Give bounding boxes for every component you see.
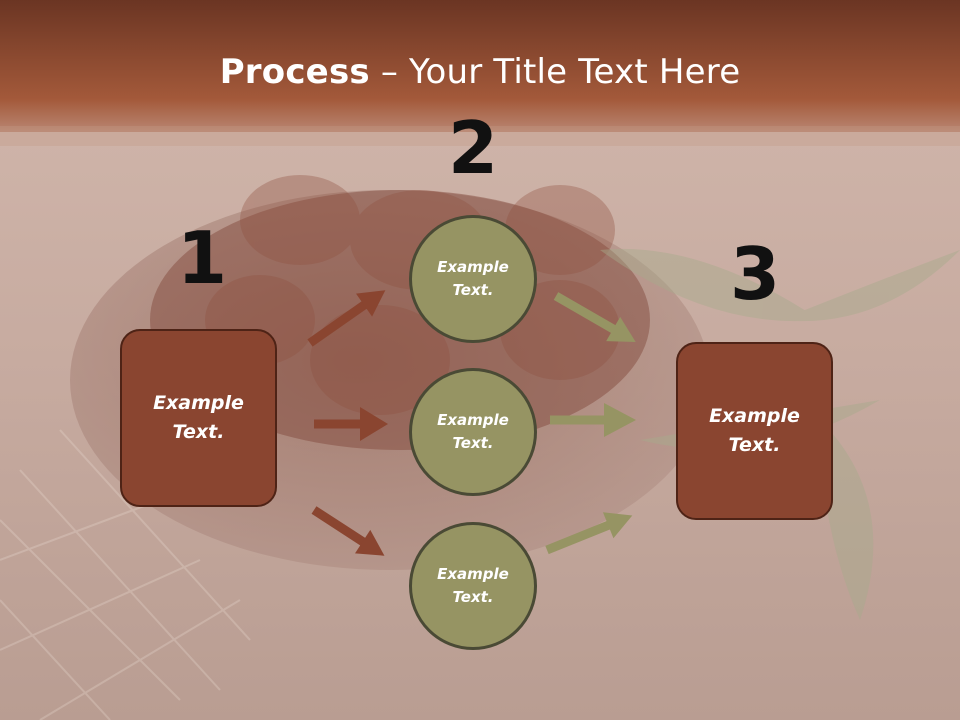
- step-1-text: Example Text.: [153, 392, 244, 443]
- step-2-circle-middle: Example Text.: [409, 368, 537, 496]
- title-bold: Process: [219, 52, 370, 92]
- step-number-3: 3: [730, 232, 781, 316]
- step-1-box: Example Text.: [120, 329, 277, 507]
- title-rest: – Your Title Text Here: [369, 52, 741, 92]
- circle-middle-text: Example Text.: [437, 411, 509, 452]
- step-3-box: Example Text.: [676, 342, 833, 520]
- step-number-1: 1: [177, 216, 228, 300]
- circle-top-text: Example Text.: [437, 258, 509, 299]
- step-3-text: Example Text.: [709, 405, 800, 456]
- page-title: Process – Your Title Text Here: [0, 52, 960, 92]
- step-number-2: 2: [448, 106, 499, 190]
- step-2-circle-bottom: Example Text.: [409, 522, 537, 650]
- circle-bottom-text: Example Text.: [437, 565, 509, 606]
- step-2-circle-top: Example Text.: [409, 215, 537, 343]
